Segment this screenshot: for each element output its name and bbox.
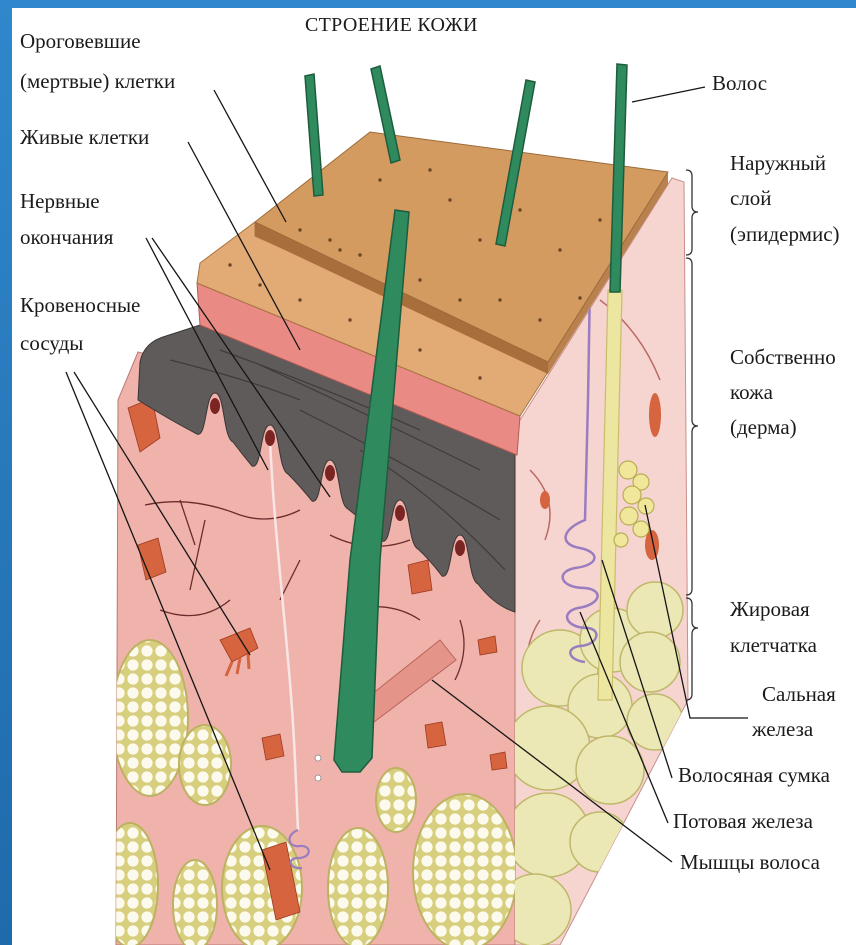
capillary-loop	[455, 540, 465, 556]
pore-dot	[458, 298, 461, 301]
pore-dot	[228, 263, 231, 266]
fat-lobe	[627, 694, 683, 750]
label-blood-vessels-line1: Кровеносные	[20, 292, 140, 318]
label-dermis-line2: кожа	[730, 379, 773, 405]
pore-dot	[298, 298, 301, 301]
label-subcutaneous-fat-line1: Жировая	[730, 596, 810, 622]
pore-dot	[348, 318, 351, 321]
blood-vessel	[649, 393, 661, 437]
sebaceous-lobule	[620, 507, 638, 525]
cell-dot	[315, 775, 321, 781]
fat-lobe	[570, 812, 630, 872]
label-dermis-line1: Собственно	[730, 344, 836, 370]
label-epidermis-line2: слой	[730, 185, 772, 211]
label-epidermis-line1: Наружный	[730, 150, 826, 176]
capillary-loop	[325, 465, 335, 481]
label-hair: Волос	[712, 70, 767, 96]
sebaceous-lobule	[614, 533, 628, 547]
label-living-cells: Живые клетки	[20, 124, 149, 150]
label-sweat-gland: Потовая железа	[673, 808, 813, 834]
label-blood-vessels-line2: сосуды	[20, 330, 83, 356]
blood-vessel	[408, 560, 432, 594]
fat-lobe	[576, 736, 644, 804]
label-nerve-endings-line1: Нервные	[20, 188, 100, 214]
blood-vessel	[490, 752, 507, 770]
pore-dot	[428, 168, 431, 171]
leader-keratinized-cells	[214, 90, 286, 222]
pore-dot	[598, 218, 601, 221]
blood-vessel	[540, 491, 550, 509]
blood-vessel	[645, 530, 659, 560]
pore-dot	[338, 248, 341, 251]
blood-vessel	[262, 734, 284, 760]
label-subcutaneous-fat-line2: клетчатка	[730, 632, 817, 658]
label-keratinized-cells-line1: Ороговевшие	[20, 28, 141, 54]
pore-dot	[448, 198, 451, 201]
fat-cell-cluster	[112, 640, 188, 796]
fat-cell-cluster	[179, 725, 231, 805]
sebaceous-lobule	[633, 521, 649, 537]
capillary-loop	[395, 505, 405, 521]
pore-dot	[358, 253, 361, 256]
fat-lobe	[627, 582, 683, 638]
cell-dot	[315, 755, 321, 761]
sebaceous-lobule	[619, 461, 637, 479]
pore-dot	[258, 283, 261, 286]
capillary-loop	[265, 430, 275, 446]
label-sebaceous-gland-line2: железа	[752, 716, 813, 742]
pore-dot	[418, 278, 421, 281]
pore-dot	[298, 228, 301, 231]
pore-dot	[418, 348, 421, 351]
fat-cell-cluster	[102, 823, 158, 945]
pore-dot	[328, 238, 331, 241]
label-sebaceous-gland-line1: Сальная	[762, 681, 836, 707]
brace-epidermis	[686, 170, 698, 255]
label-hair-muscle: Мышцы волоса	[680, 849, 820, 875]
pore-dot	[478, 238, 481, 241]
fat-cell-cluster	[173, 860, 217, 945]
hair-shaft	[305, 74, 323, 196]
pore-dot	[498, 298, 501, 301]
fat-cell-cluster	[413, 794, 517, 945]
fat-lobe	[620, 632, 680, 692]
fat-cell-cluster	[376, 768, 416, 832]
diagram-title: СТРОЕНИЕ КОЖИ	[305, 12, 478, 38]
leader-hair	[632, 87, 705, 102]
pore-dot	[518, 208, 521, 211]
brace-dermis	[686, 258, 698, 595]
label-epidermis-line3: (эпидермис)	[730, 221, 840, 247]
label-dermis-line3: (дерма)	[730, 414, 797, 440]
capillary-loop	[210, 398, 220, 414]
sebaceous-lobule	[623, 486, 641, 504]
blood-vessel	[425, 722, 446, 748]
pore-dot	[578, 296, 581, 299]
label-keratinized-cells-line2: (мертвые) клетки	[20, 68, 175, 94]
pore-dot	[378, 178, 381, 181]
label-hair-follicle: Волосяная сумка	[678, 762, 830, 788]
label-nerve-endings-line2: окончания	[20, 224, 113, 250]
fat-cell-cluster	[328, 828, 388, 945]
pore-dot	[558, 248, 561, 251]
pore-dot	[478, 376, 481, 379]
pore-dot	[538, 318, 541, 321]
